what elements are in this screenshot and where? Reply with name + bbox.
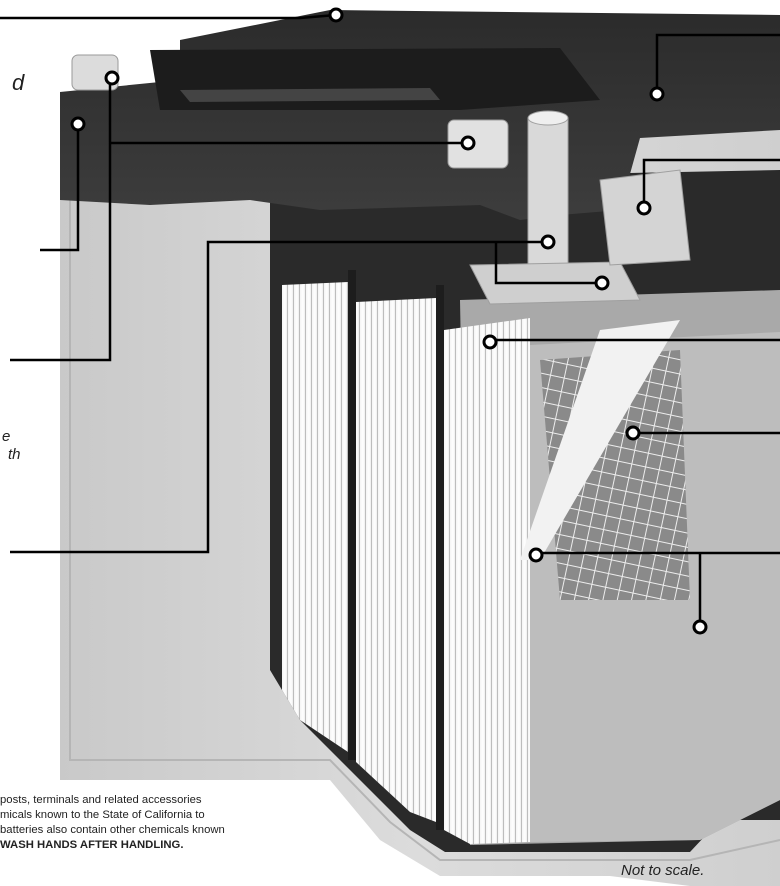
- plate-pack-left: [282, 282, 348, 752]
- callout-dot: [528, 547, 544, 563]
- callout-dot: [482, 334, 498, 350]
- prop65-warning: posts, terminals and related accessories…: [0, 793, 250, 853]
- plate-strap: [520, 320, 680, 560]
- callout-markers: [70, 7, 708, 635]
- plate-pack-middle: [356, 298, 436, 822]
- callout-dot: [625, 425, 641, 441]
- callout-dot: [104, 70, 120, 86]
- callout-dot: [328, 7, 344, 23]
- callout-dot: [460, 135, 476, 151]
- leader-lines: [0, 13, 780, 625]
- cut-off-label-fragment: e: [2, 428, 11, 445]
- callout-dot: [636, 200, 652, 216]
- post-cylinder: [527, 110, 569, 279]
- callout-dot: [540, 234, 556, 250]
- warning-line: WASH HANDS AFTER HANDLING.: [0, 839, 184, 851]
- warning-line: posts, terminals and related accessories: [0, 794, 202, 806]
- callout-dot: [70, 116, 86, 132]
- scale-note: Not to scale.: [621, 862, 705, 879]
- separator-wall: [436, 285, 444, 830]
- grid-plate: [520, 320, 780, 842]
- vent-bracket: [599, 169, 691, 266]
- callout-dot: [692, 619, 708, 635]
- separator-wall: [348, 270, 356, 760]
- warning-line: batteries also contain other chemicals k…: [0, 824, 225, 836]
- callout-dot: [594, 275, 610, 291]
- cut-off-label-fragment: d: [12, 70, 25, 95]
- battery-lid: [60, 10, 780, 220]
- warning-line: micals known to the State of California …: [0, 809, 205, 821]
- cut-off-label-fragment: th: [8, 446, 21, 463]
- callout-dot: [649, 86, 665, 102]
- plate-pack-right: [444, 318, 530, 844]
